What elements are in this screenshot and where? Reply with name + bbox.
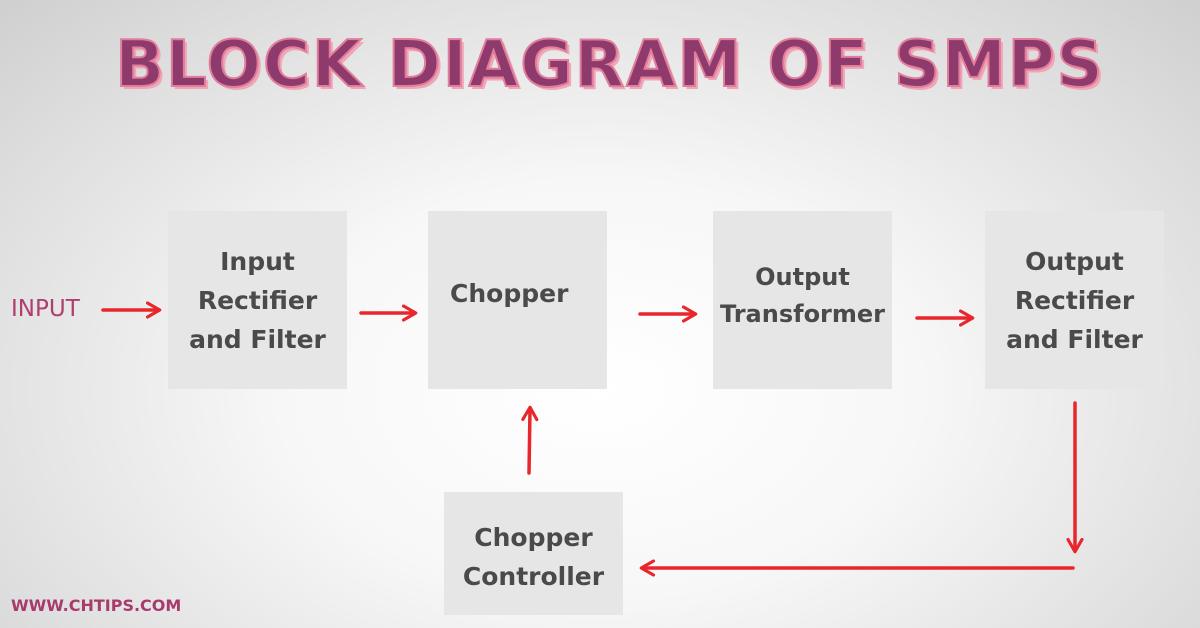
arrow-controller-to-chopper	[521, 405, 539, 475]
website-watermark: WWW.CHTIPS.COM	[11, 596, 182, 615]
chopper-block: Chopper	[428, 211, 607, 389]
output-rectifier-block: Output Rectifier and Filter	[985, 211, 1164, 389]
output-transformer-block: Output Transformer	[713, 211, 892, 389]
input-rectifier-block: Input Rectifier and Filter	[168, 211, 347, 389]
chopper-controller-block: Chopper Controller	[444, 492, 623, 615]
page-title: BLOCK DIAGRAM OF SMPS	[114, 27, 1105, 103]
input-label: INPUT	[11, 296, 80, 322]
